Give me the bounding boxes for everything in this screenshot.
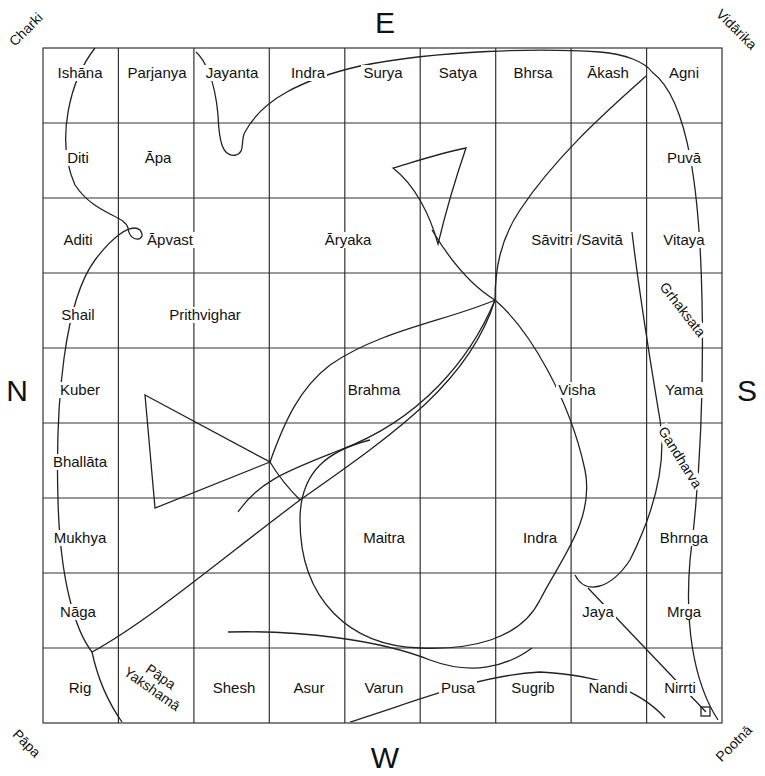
cell-label: Varun [363, 680, 406, 697]
cell-label: Asur [292, 680, 327, 697]
cell-label: Kuber [58, 382, 102, 399]
cell-label: Indra [289, 65, 327, 82]
cell-label: Pāpa Yakshamā [117, 649, 195, 717]
cell-label: Ākash [585, 65, 631, 82]
direction-label: E [373, 6, 397, 39]
corner-label: Vidārika [711, 5, 760, 54]
cell-label: Rig [67, 680, 94, 697]
cell-label: Bhrnga [658, 530, 710, 547]
cell-label: Bhrsa [511, 65, 554, 82]
cell-label: Yama [663, 382, 705, 399]
cell-label: Nandi [586, 680, 629, 697]
cell-label: Sugrib [509, 680, 556, 697]
cell-label: Indra [521, 530, 559, 547]
cell-label: Maitra [361, 530, 407, 547]
cell-label: Visha [556, 382, 597, 399]
cell-label: Bhallāta [51, 454, 109, 471]
cell-label: Puvā [665, 150, 703, 167]
cell-label: Brahma [346, 382, 403, 399]
cell-label: Jayanta [204, 65, 261, 82]
cell-label: Nirrti [662, 680, 698, 697]
cell-label: Gandharva [654, 423, 706, 493]
cell-label: Satya [437, 65, 479, 82]
cell-label: Nāga [58, 604, 98, 621]
cell-label: Āryaka [323, 232, 374, 249]
corner-label: Pāpa [8, 726, 45, 763]
cell-label: Shesh [211, 680, 258, 697]
cell-label: Sāvitri /Savitā [529, 232, 625, 249]
cell-label: Pusa [439, 680, 477, 697]
cell-label: Diti [65, 150, 91, 167]
cell-label: Ishāna [55, 65, 104, 82]
grid [43, 48, 722, 723]
corner-label: Pootnā [711, 721, 756, 766]
cell-label: Āpvast [145, 232, 195, 249]
cell-label: Aditi [61, 232, 94, 249]
cell-label: Mrga [665, 604, 703, 621]
direction-label: W [369, 741, 401, 774]
cell-label: Parjanya [125, 65, 188, 82]
cell-label: Agni [667, 65, 701, 82]
cell-label: Jaya [580, 604, 616, 621]
purusha-figure [57, 48, 718, 722]
direction-label: S [735, 374, 759, 407]
cell-label: Prithvighar [167, 307, 243, 324]
corner-label: Charki [5, 9, 47, 51]
cell-label: Vitaya [661, 232, 706, 249]
cell-label: Shail [59, 307, 96, 324]
cell-label: Mukhya [52, 530, 109, 547]
cell-label: Grhaksata [655, 278, 709, 342]
cell-label: Surya [361, 65, 404, 82]
direction-label: N [4, 374, 30, 407]
cell-label: Āpa [143, 150, 174, 167]
